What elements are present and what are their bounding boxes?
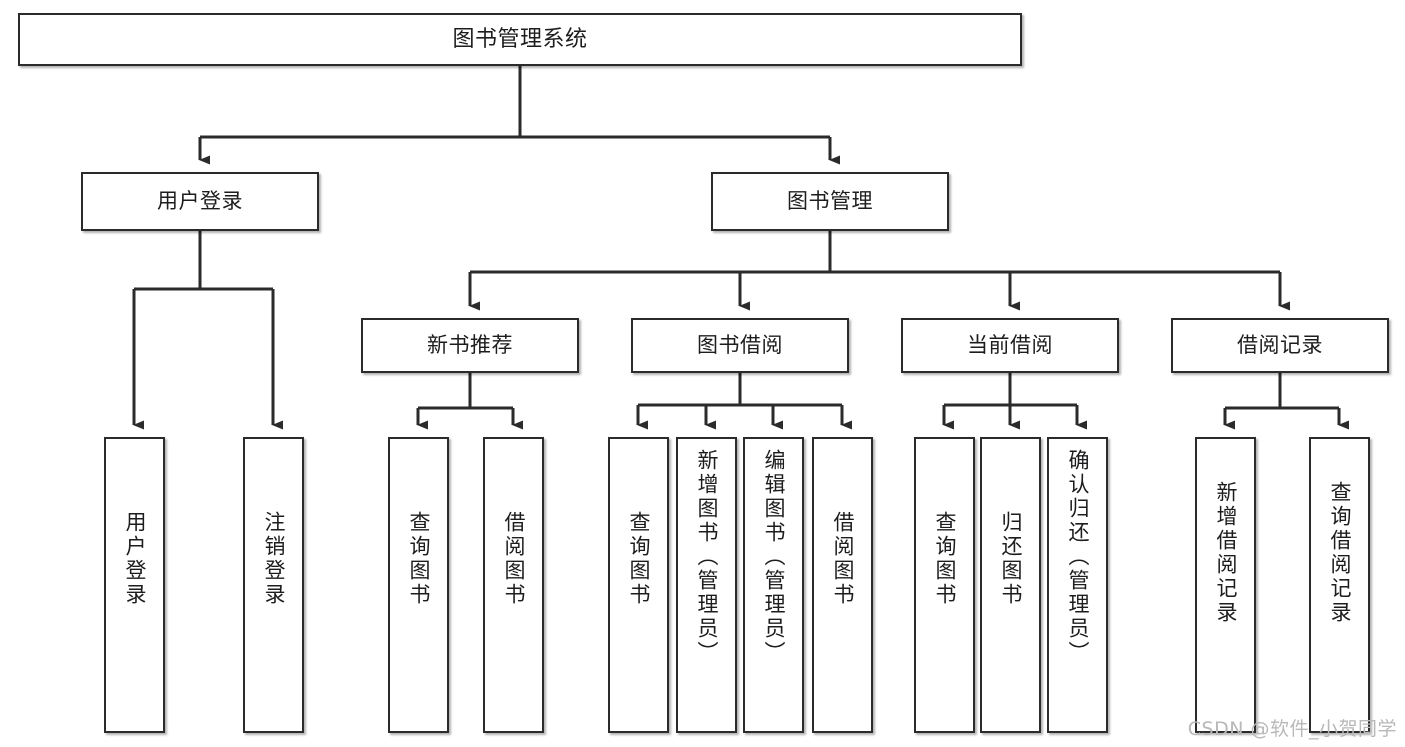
leaf-user-logout[interactable]: 注销登录 bbox=[243, 437, 304, 733]
leaf-user-login[interactable]: 用户登录 bbox=[104, 437, 165, 733]
leaf-borrow-book-recommend[interactable]: 借阅图书 bbox=[483, 437, 544, 733]
node-label: 新增借阅记录 bbox=[1214, 481, 1238, 625]
node-label: 用户登录 bbox=[157, 189, 243, 214]
leaf-return-book[interactable]: 归还图书 bbox=[980, 437, 1041, 733]
node-label: 借阅图书 bbox=[502, 511, 526, 607]
node-label: 借阅图书 bbox=[831, 511, 855, 607]
node-label: 图书借阅 bbox=[697, 333, 783, 358]
leaf-query-borrow-record[interactable]: 查询借阅记录 bbox=[1309, 437, 1370, 733]
node-current-borrow[interactable]: 当前借阅 bbox=[901, 318, 1119, 373]
leaf-query-book-current[interactable]: 查询图书 bbox=[914, 437, 975, 733]
node-label: 当前借阅 bbox=[967, 333, 1053, 358]
leaf-query-book-borrow[interactable]: 查询图书 bbox=[608, 437, 669, 733]
node-user-login[interactable]: 用户登录 bbox=[81, 172, 319, 231]
leaf-add-book-admin[interactable]: 新增图书（管理员） bbox=[676, 437, 737, 733]
node-book-management[interactable]: 图书管理 bbox=[711, 172, 949, 231]
node-label: 确认归还（管理员） bbox=[1066, 449, 1090, 665]
node-label: 用户登录 bbox=[123, 511, 147, 607]
node-book-borrow[interactable]: 图书借阅 bbox=[631, 318, 849, 373]
leaf-edit-book-admin[interactable]: 编辑图书（管理员） bbox=[743, 437, 804, 733]
node-new-book-recommend[interactable]: 新书推荐 bbox=[361, 318, 579, 373]
node-label: 查询借阅记录 bbox=[1328, 481, 1352, 625]
leaf-confirm-return-admin[interactable]: 确认归还（管理员） bbox=[1047, 437, 1108, 733]
node-label: 编辑图书（管理员） bbox=[762, 449, 786, 665]
csdn-watermark: CSDN @软件_小贺同学 bbox=[1187, 718, 1397, 740]
node-root-book-management-system[interactable]: 图书管理系统 bbox=[18, 13, 1022, 66]
node-label: 借阅记录 bbox=[1237, 333, 1323, 358]
node-label: 新增图书（管理员） bbox=[695, 449, 719, 665]
node-label: 注销登录 bbox=[262, 511, 286, 607]
node-label: 查询图书 bbox=[933, 511, 957, 607]
node-label: 归还图书 bbox=[999, 511, 1023, 607]
node-label: 图书管理 bbox=[787, 189, 873, 214]
node-borrow-record[interactable]: 借阅记录 bbox=[1171, 318, 1389, 373]
leaf-query-book-recommend[interactable]: 查询图书 bbox=[388, 437, 449, 733]
leaf-borrow-book-borrow[interactable]: 借阅图书 bbox=[812, 437, 873, 733]
node-label: 查询图书 bbox=[407, 511, 431, 607]
node-label: 图书管理系统 bbox=[452, 26, 588, 52]
leaf-add-borrow-record[interactable]: 新增借阅记录 bbox=[1195, 437, 1256, 733]
node-label: 新书推荐 bbox=[427, 333, 513, 358]
node-label: 查询图书 bbox=[627, 511, 651, 607]
